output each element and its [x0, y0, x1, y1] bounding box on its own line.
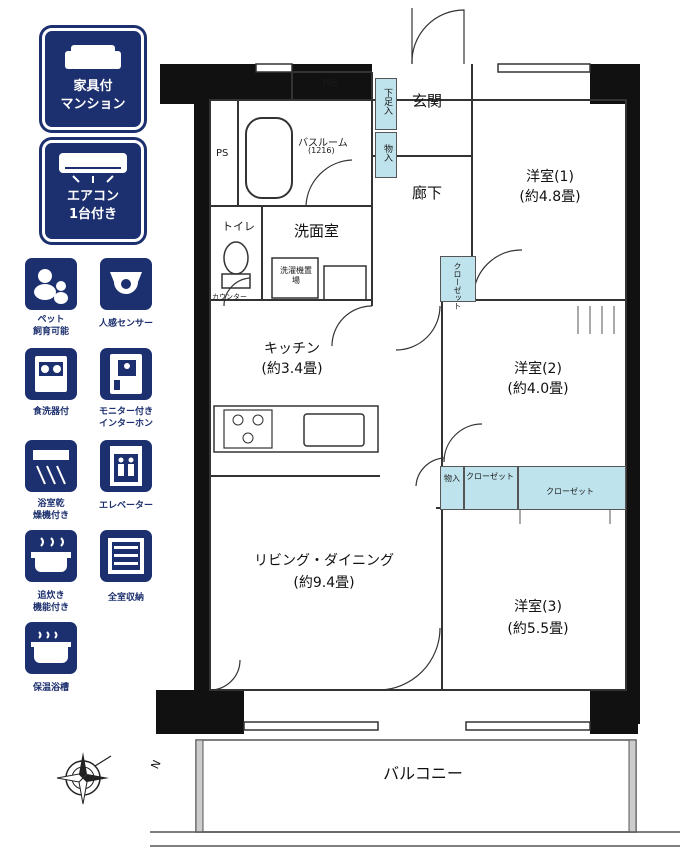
room2-size: (約4.0畳) — [507, 381, 569, 397]
intercom-icon — [100, 348, 152, 400]
outer-walls — [156, 64, 640, 734]
closet-3 — [518, 466, 626, 510]
room1-size: (約4.8畳) — [519, 189, 581, 205]
balcony-outline — [150, 739, 680, 847]
compass-icon — [56, 752, 112, 805]
bath-size-label: (1216) — [308, 146, 335, 155]
storage1-label: 物入 — [382, 144, 392, 162]
ldk-size: (約9.4畳) — [293, 575, 355, 591]
motion-sensor-icon — [100, 258, 152, 310]
feature-intercom-line2: インターホン — [98, 419, 153, 429]
ps-label: PS — [216, 148, 229, 159]
gas-stove — [223, 409, 273, 449]
badge-furnished-line1: 家具付 — [73, 79, 113, 94]
ldk-name: リビング・ダイニング — [254, 553, 394, 569]
room2-name: 洋室(2) — [514, 361, 562, 377]
genkan-label: 玄関 — [412, 92, 443, 110]
aircon-badge: エアコン 1台付き — [42, 140, 144, 242]
kitchen-sink — [303, 413, 365, 447]
kitchen-size: (約3.4畳) — [261, 361, 323, 377]
storage-icon — [100, 530, 152, 582]
feature-sensor-line1: 人感センサー — [98, 319, 153, 329]
elevator-icon — [100, 440, 152, 492]
dishwasher-icon — [25, 348, 77, 400]
feature-reheat-line1: 追炊き — [37, 591, 65, 601]
feature-elevator-line1: エレベーター — [98, 501, 153, 511]
feature-pet-line2: 飼育可能 — [32, 327, 69, 337]
furnished-badge: 家具付 マンション — [42, 28, 144, 130]
closet-hatching — [519, 306, 615, 524]
kitchen-name: キッチン — [264, 341, 320, 357]
feature-dishwasher-line1: 食洗器付 — [32, 407, 69, 417]
feature-intercom-line1: モニター付き — [98, 407, 153, 417]
balcony-label: バルコニー — [383, 764, 463, 783]
feature-insulated-line1: 保温浴槽 — [32, 683, 69, 693]
closet3-label: クローゼット — [546, 487, 594, 496]
pet-icon — [25, 258, 77, 310]
kitchen-counter — [213, 405, 379, 453]
bath-label: バスルーム — [298, 138, 348, 149]
washroom-label: 洗面室 — [294, 222, 340, 240]
counter-label: カウンター — [212, 293, 247, 301]
feature-pet-line1: ペット — [37, 315, 65, 325]
room3-name: 洋室(3) — [514, 599, 562, 615]
closet2-label: クローゼット — [466, 472, 514, 481]
closet-2 — [464, 466, 518, 510]
reheat-bath-icon — [25, 530, 77, 582]
badge-aircon-line2: 1台付き — [68, 207, 118, 222]
washer-label: 洗濯機置場 — [280, 266, 312, 285]
air-conditioner-icon — [59, 153, 127, 183]
closet-small — [440, 256, 476, 302]
sofa-icon — [65, 45, 121, 69]
shoe-storage — [375, 78, 397, 130]
toilet-fixture — [223, 241, 249, 275]
feature-bathdryer-line1: 浴室乾 — [37, 499, 65, 509]
room3-size: (約5.5畳) — [507, 621, 569, 637]
mb-label: MB — [322, 78, 338, 89]
closet-small-label: クローゼット — [453, 262, 462, 310]
shoes-label: 下足入 — [382, 88, 392, 115]
insulated-bathtub-icon — [25, 622, 77, 674]
badge-aircon-line1: エアコン — [66, 189, 119, 204]
storage-2 — [440, 466, 464, 510]
feature-reheat-line2: 機能付き — [32, 603, 69, 613]
floor-plan — [150, 8, 680, 847]
door-swings — [209, 8, 523, 691]
feature-bathdryer-line2: 燥機付き — [32, 511, 69, 521]
storage2-label: 物入 — [444, 474, 460, 483]
bathroom-dryer-icon — [25, 440, 77, 492]
feature-storage-line1: 全室収納 — [107, 593, 144, 603]
toilet-label: トイレ — [222, 220, 255, 233]
storage-1 — [375, 132, 397, 178]
room1-name: 洋室(1) — [526, 169, 574, 185]
corridor-label: 廊下 — [412, 184, 443, 202]
bathtub — [245, 117, 293, 199]
badge-furnished-line2: マンション — [60, 97, 126, 112]
